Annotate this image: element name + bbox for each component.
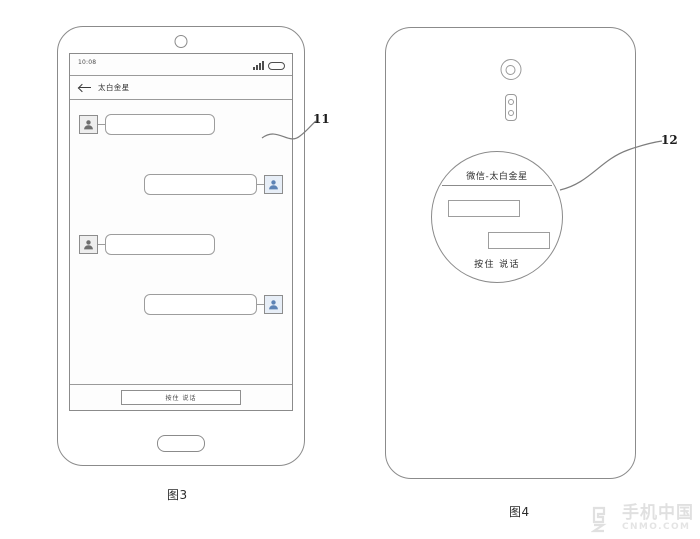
list-item xyxy=(144,294,283,315)
figure-4-caption: 图4 xyxy=(509,505,530,519)
chat-message-list xyxy=(70,100,292,378)
user-avatar-icon[interactable] xyxy=(264,295,283,314)
magnified-title: 微信-太白金星 xyxy=(466,172,528,182)
cnmo-logo-icon xyxy=(590,505,617,533)
bubble-tail xyxy=(257,303,264,306)
front-camera-icon xyxy=(174,35,188,48)
list-item xyxy=(79,234,215,255)
bubble-tail xyxy=(257,183,264,186)
bubble-tail xyxy=(98,243,105,246)
contact-avatar-icon[interactable] xyxy=(79,235,98,254)
battery-icon xyxy=(268,62,285,70)
magnified-talk-label: 按住 说话 xyxy=(474,260,520,270)
reference-numeral-12: 12 xyxy=(661,133,678,147)
watermark: 手机中国 CNMO.COM xyxy=(590,503,694,533)
message-bubble[interactable] xyxy=(105,234,215,255)
dual-led-flash-icon xyxy=(504,94,517,121)
status-indicators xyxy=(253,59,285,70)
list-item xyxy=(79,114,215,135)
list-item xyxy=(144,174,283,195)
rear-camera-icon xyxy=(500,59,521,80)
user-avatar-icon[interactable] xyxy=(264,175,283,194)
figure-3-caption: 图3 xyxy=(167,488,188,502)
phone-screen: 10:08 太白金星 xyxy=(69,53,293,411)
press-to-talk-button[interactable]: 按住 说话 xyxy=(121,390,241,405)
watermark-text: 手机中国 CNMO.COM xyxy=(622,503,694,533)
magnified-message-bubble xyxy=(488,232,550,249)
status-bar: 10:08 xyxy=(70,54,292,76)
divider xyxy=(442,185,552,187)
signal-bars-icon xyxy=(253,60,264,70)
back-arrow-icon[interactable] xyxy=(79,83,91,93)
watermark-english: CNMO.COM xyxy=(622,522,691,533)
home-button[interactable] xyxy=(157,435,205,452)
message-bubble[interactable] xyxy=(144,174,257,195)
message-bubble[interactable] xyxy=(144,294,257,315)
figure-4-back-view: 微信-太白金星 按住 说话 xyxy=(385,27,636,479)
page-title: 太白金星 xyxy=(98,83,130,92)
magnified-detail-view: 微信-太白金星 按住 说话 xyxy=(431,151,563,283)
nav-bar: 太白金星 xyxy=(70,76,292,100)
input-bar: 按住 说话 xyxy=(70,384,292,410)
message-bubble[interactable] xyxy=(105,114,215,135)
magnified-message-bubble xyxy=(448,200,520,217)
reference-numeral-11: 11 xyxy=(313,112,330,126)
figure-3-front-view: 10:08 太白金星 xyxy=(57,26,305,466)
contact-avatar-icon[interactable] xyxy=(79,115,98,134)
bubble-tail xyxy=(98,123,105,126)
status-time: 10:08 xyxy=(78,59,97,66)
watermark-chinese: 手机中国 xyxy=(622,503,694,524)
